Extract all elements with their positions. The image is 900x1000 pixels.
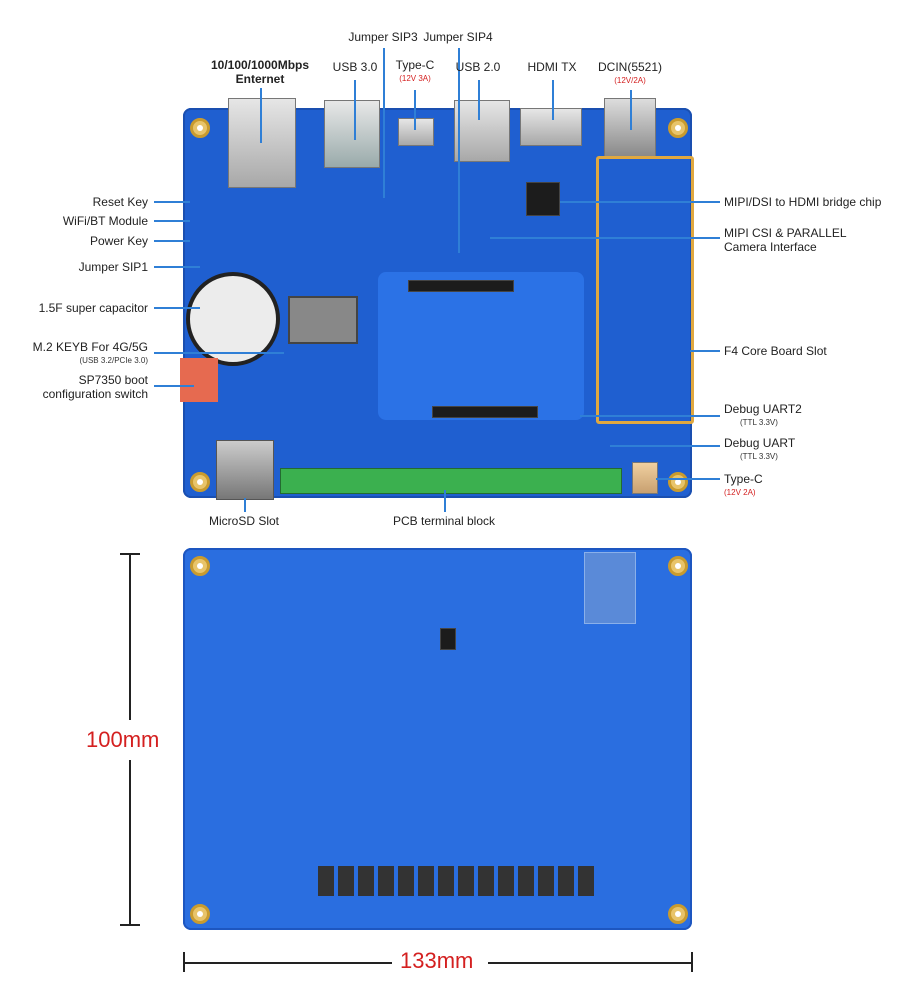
ethernet-footprint — [584, 552, 636, 624]
label-microsd: MicroSD Slot — [208, 514, 280, 528]
label-usb3: USB 3.0 — [332, 60, 378, 74]
label-uart: Debug UART (TTL 3.3V) — [724, 436, 795, 464]
usb3-port — [324, 100, 380, 168]
usb2-port — [454, 100, 510, 162]
label-boot-switch: SP7350 boot configuration switch — [42, 373, 148, 401]
bottom-chip — [440, 628, 456, 650]
hdmi-port — [520, 108, 582, 146]
mount-hole — [668, 556, 688, 576]
label-core-slot: F4 Core Board Slot — [724, 344, 827, 358]
label-ethernet: 10/100/1000Mbps Enternet — [210, 58, 310, 86]
label-type-c-2: Type-C (12V 2A) — [724, 472, 763, 500]
uart2-name: Debug UART2 — [724, 402, 802, 416]
uart2-spec: (TTL 3.3V) — [740, 418, 778, 427]
label-camera: MIPI CSI & PARALLEL Camera Interface — [724, 226, 847, 254]
mount-hole — [668, 472, 688, 492]
type-c-port-2 — [632, 462, 658, 494]
width-dimension-label: 133mm — [400, 948, 474, 973]
solder-pads-row — [318, 866, 598, 896]
label-jumper-sip4: Jumper SIP4 — [423, 30, 493, 44]
label-power-key: Power Key — [89, 234, 148, 248]
label-wifi-bt: WiFi/BT Module — [62, 214, 148, 228]
label-uart2: Debug UART2 (TTL 3.3V) — [724, 402, 802, 430]
label-reset-key: Reset Key — [92, 195, 148, 209]
terminal-block — [280, 468, 622, 494]
super-capacitor — [186, 272, 280, 366]
core-connector-top — [408, 280, 514, 292]
label-terminal: PCB terminal block — [392, 514, 496, 528]
uart-spec: (TTL 3.3V) — [740, 452, 778, 461]
uart-name: Debug UART — [724, 436, 796, 450]
label-jumper-sip3: Jumper SIP3 — [348, 30, 418, 44]
dcin-name: DCIN(5521) — [597, 60, 663, 74]
microsd-slot — [216, 440, 274, 500]
label-usb2: USB 2.0 — [455, 60, 501, 74]
m2-name: M.2 KEYB For 4G/5G — [32, 340, 148, 354]
core-connector-bottom — [432, 406, 538, 418]
core-board-slot — [378, 272, 584, 420]
mount-hole — [190, 118, 210, 138]
dcin-spec: (12V/2A) — [614, 76, 646, 85]
power-area — [596, 156, 694, 424]
mount-hole — [190, 904, 210, 924]
type-c2-spec: (12V 2A) — [724, 488, 756, 497]
m2-spec: (USB 3.2/PCIe 3.0) — [79, 356, 148, 365]
type-c2-name: Type-C — [724, 472, 763, 486]
label-jumper-sip1: Jumper SIP1 — [78, 260, 148, 274]
dip-switch — [180, 358, 218, 402]
label-super-cap: 1.5F super capacitor — [38, 301, 148, 315]
type-c-port — [398, 118, 434, 146]
mount-hole — [190, 472, 210, 492]
mount-hole — [190, 556, 210, 576]
label-dcin: DCIN(5521) (12V/2A) — [598, 60, 662, 88]
ethernet-port — [228, 98, 296, 188]
m2-slot — [288, 296, 358, 344]
type-c-name: Type-C — [395, 58, 435, 72]
type-c-spec: (12V 3A) — [399, 74, 431, 83]
mount-hole — [668, 904, 688, 924]
height-dimension-label: 100mm — [86, 727, 160, 752]
label-m2: M.2 KEYB For 4G/5G (USB 3.2/PCIe 3.0) — [33, 340, 148, 368]
mount-hole — [668, 118, 688, 138]
label-hdmi-tx: HDMI TX — [527, 60, 577, 74]
label-bridge: MIPI/DSI to HDMI bridge chip — [724, 195, 882, 209]
label-type-c: Type-C (12V 3A) — [396, 58, 435, 86]
bridge-chip — [526, 182, 560, 216]
